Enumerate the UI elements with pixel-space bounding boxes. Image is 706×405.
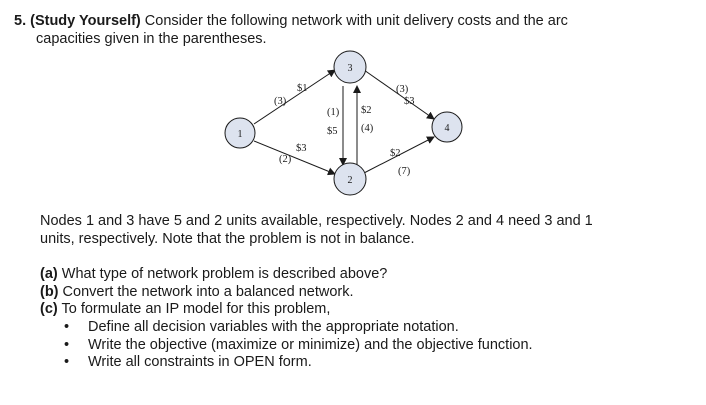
arc-3-4-cost: $3 (404, 96, 415, 107)
arc-3-2-capacity: (1) (327, 107, 340, 118)
arc-3-2-cost: $5 (327, 126, 338, 137)
arc-1-2-capacity: (2) (279, 154, 292, 165)
part-a-text: What type of network problem is describe… (57, 266, 388, 282)
part-b: (b) Convert the network into a balanced … (40, 284, 387, 302)
part-c-bullets: Define all decision variables with the a… (64, 319, 533, 372)
arc-2-4 (363, 136, 435, 174)
arc-3-4 (363, 69, 435, 120)
question-text-line2: capacities given in the parentheses. (36, 31, 267, 47)
bullet-item: Write all constraints in OPEN form. (64, 354, 533, 372)
question-number: 5. (14, 13, 27, 29)
bullet-item: Write the objective (maximize or minimiz… (64, 337, 533, 355)
part-a-label: (a) (40, 266, 58, 282)
part-a: (a) What type of network problem is desc… (40, 266, 387, 284)
network-diagram: 1 3 2 4 $1 (3) $3 (2) (1) $5 $2 (4) (3) … (224, 50, 463, 196)
question-header: 5. (Study Yourself) Consider the followi… (14, 12, 694, 48)
arc-2-4-cost: $2 (390, 148, 401, 159)
arc-2-3-capacity: (4) (361, 123, 374, 134)
part-b-text: Convert the network into a balanced netw… (58, 283, 354, 300)
arc-1-2-cost: $3 (296, 143, 307, 154)
arc-1-3-capacity: (3) (274, 96, 287, 107)
node-3-label: 3 (348, 63, 353, 74)
question-text-line1: Consider the following network with unit… (140, 13, 568, 29)
node-2: 2 (333, 162, 367, 196)
part-c-label: (c) (40, 301, 58, 317)
part-b-label: (b) (40, 283, 59, 300)
paragraph-line1: Nodes 1 and 3 have 5 and 2 units availab… (40, 213, 593, 229)
supply-demand-paragraph: Nodes 1 and 3 have 5 and 2 units availab… (40, 212, 690, 248)
paragraph-line2: units, respectively. Note that the probl… (40, 231, 415, 247)
arc-2-4-capacity: (7) (398, 166, 411, 177)
part-c-text: To formulate an IP model for this proble… (57, 301, 331, 317)
node-4-label: 4 (445, 123, 450, 134)
bullet-item: Define all decision variables with the a… (64, 319, 533, 337)
arc-2-3-cost: $2 (361, 105, 372, 116)
part-c: (c) To formulate an IP model for this pr… (40, 301, 387, 319)
node-3: 3 (333, 50, 367, 84)
arc-1-3 (253, 69, 336, 125)
arc-3-4-capacity: (3) (396, 84, 409, 95)
arc-1-2 (253, 140, 336, 176)
arc-1-3-cost: $1 (297, 83, 308, 94)
node-4: 4 (431, 111, 463, 143)
question-tag: (Study Yourself) (30, 13, 141, 29)
node-1-label: 1 (238, 129, 243, 140)
node-2-label: 2 (348, 175, 353, 186)
question-parts: (a) What type of network problem is desc… (40, 266, 387, 319)
node-1: 1 (224, 117, 256, 149)
